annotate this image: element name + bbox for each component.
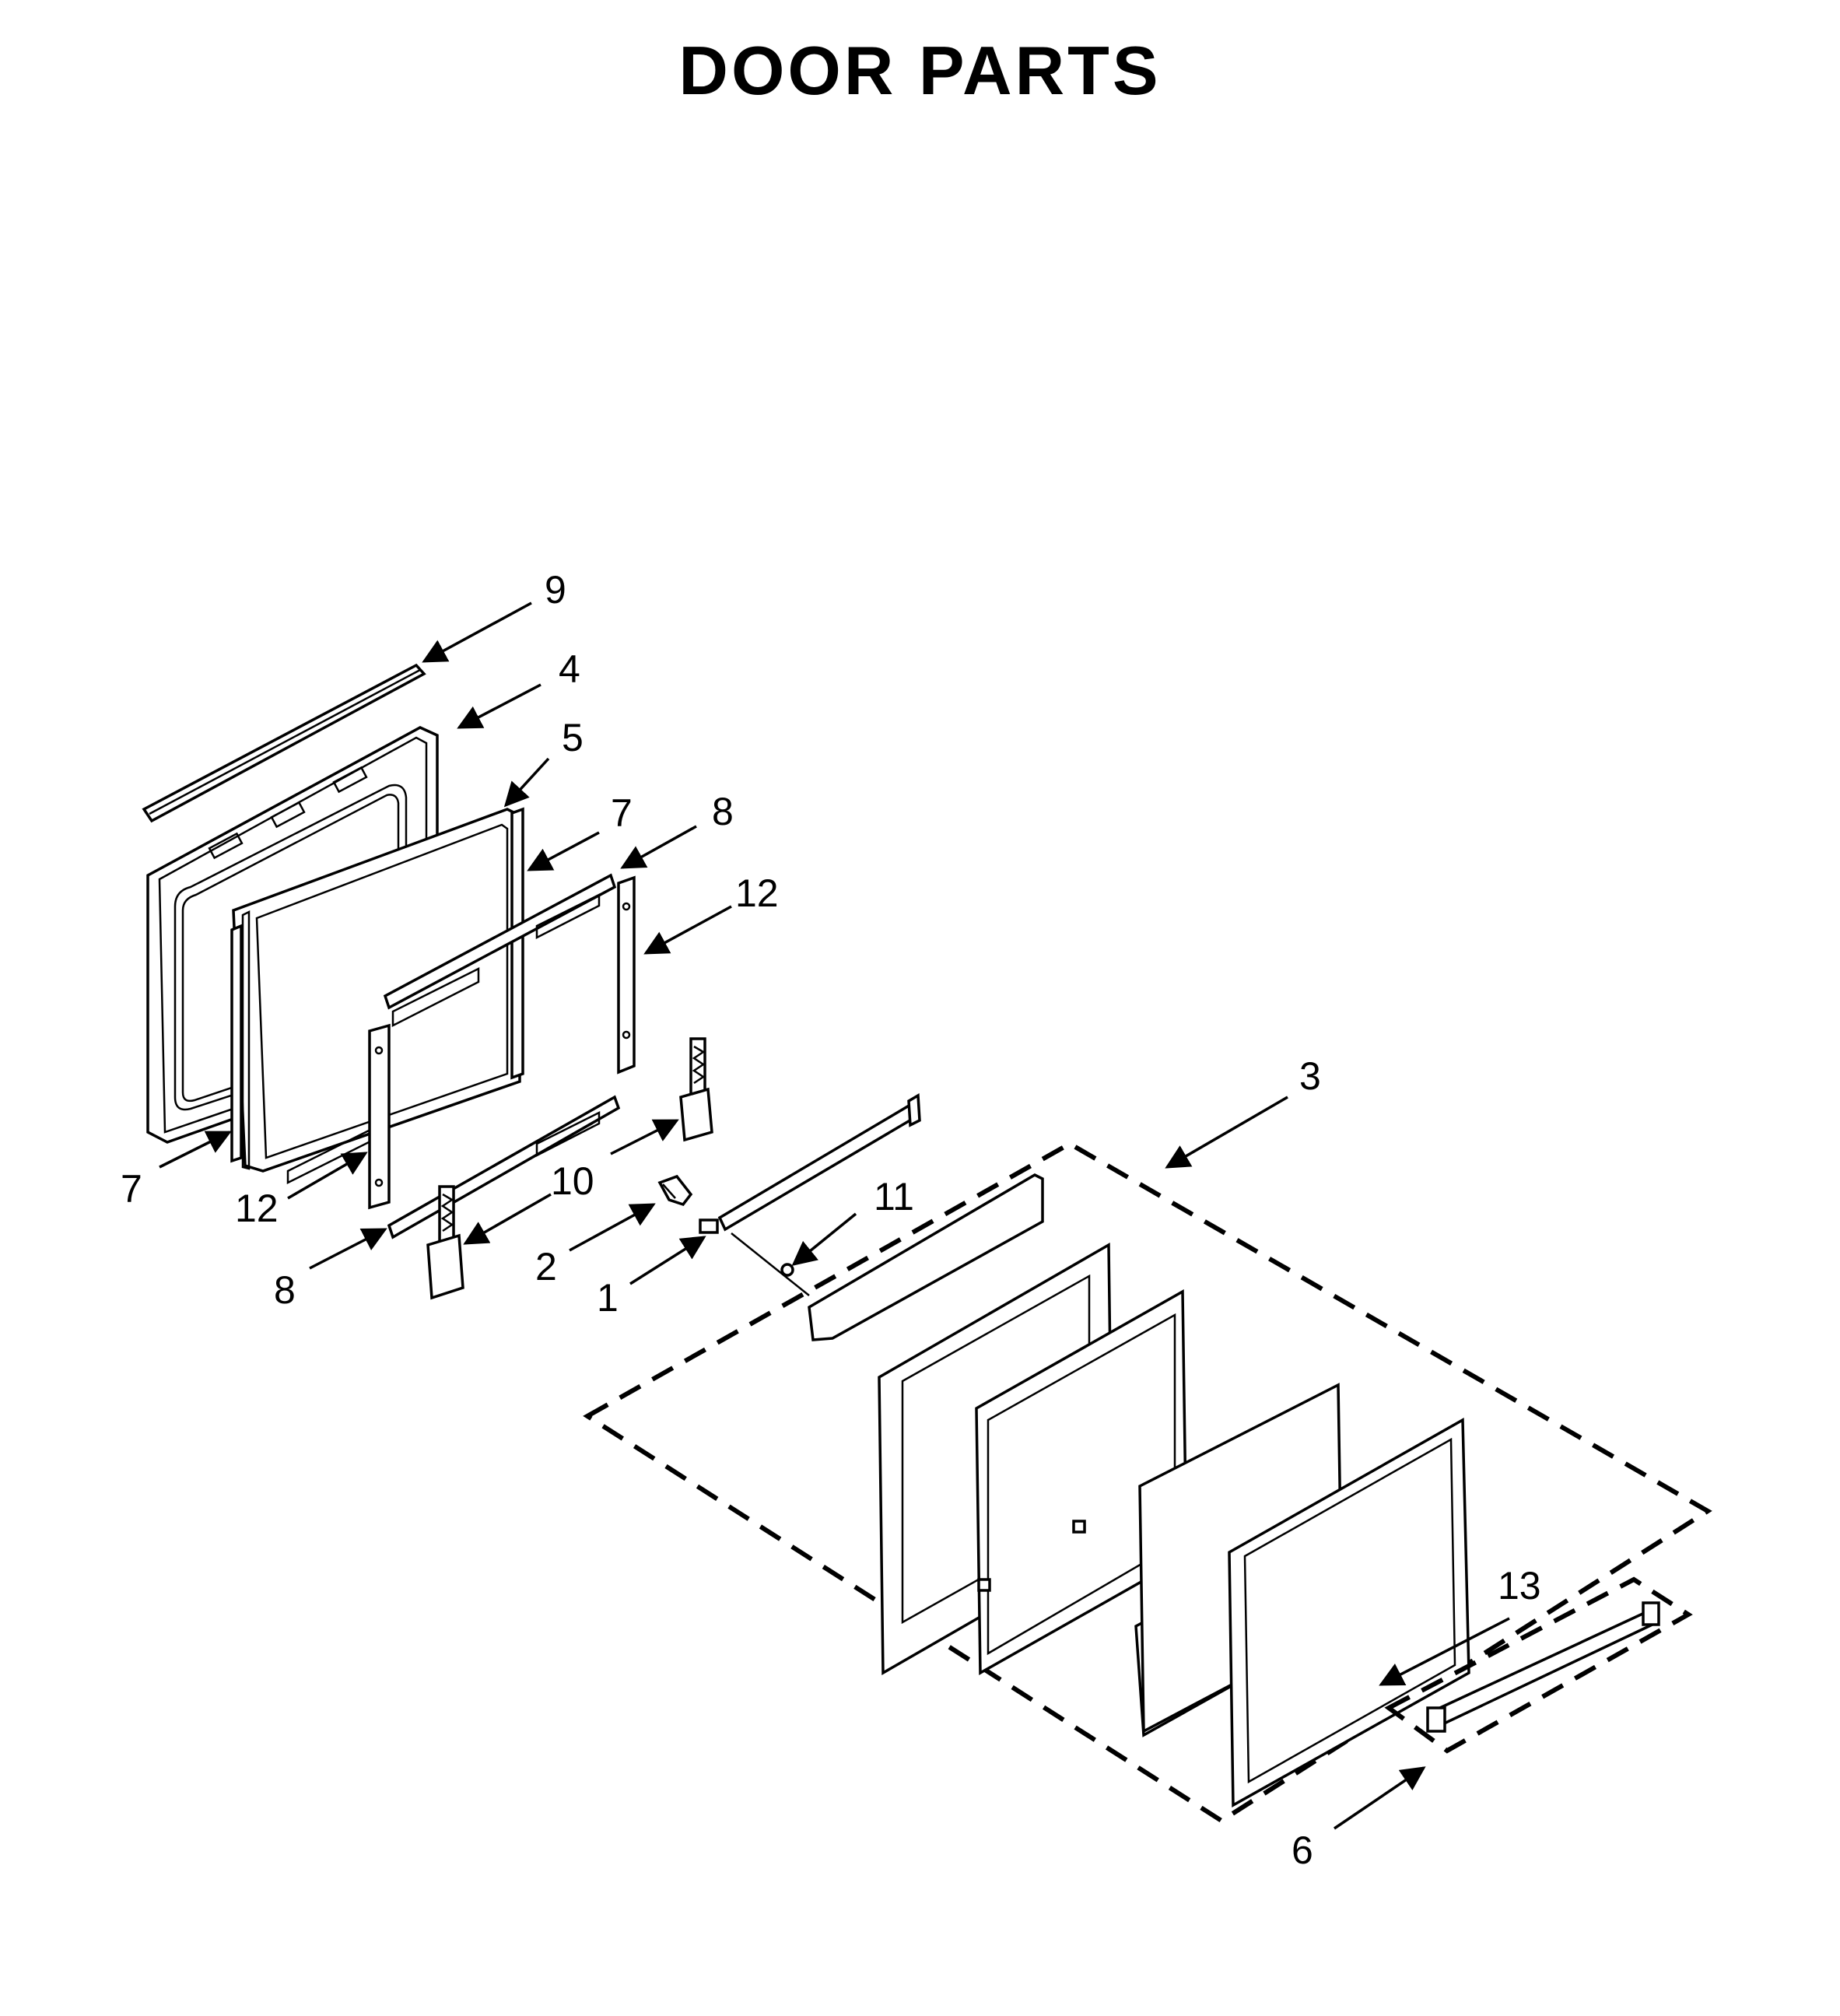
callout-3: 3 — [1299, 1054, 1321, 1098]
part-1-clip — [699, 1218, 719, 1234]
part-2-screw — [657, 1174, 693, 1207]
arrow-9 — [422, 601, 532, 663]
callout-7-lower: 7 — [121, 1167, 142, 1211]
arrow-8a — [620, 825, 697, 869]
part-8-upper-rail — [383, 873, 617, 1028]
callout-labels: 9 4 5 7 8 12 7 12 8 10 11 2 1 3 13 6 — [121, 568, 1541, 1872]
part-10-hinge-right — [679, 1037, 713, 1142]
part-12-hinge-channel-left — [368, 1023, 391, 1210]
arrow-10b — [610, 1119, 679, 1155]
callout-13: 13 — [1498, 1564, 1541, 1608]
arrow-10a — [463, 1193, 552, 1245]
callout-4: 4 — [559, 647, 580, 691]
arrow-3 — [1165, 1096, 1288, 1169]
callout-8-lower: 8 — [274, 1268, 296, 1312]
part-10-hinge-left — [426, 1185, 464, 1300]
arrow-1 — [629, 1236, 706, 1285]
part-3-outer-door-assembly — [583, 1141, 1712, 1824]
callout-7-upper: 7 — [611, 791, 633, 835]
arrow-6 — [1334, 1766, 1426, 1830]
arrow-8b — [309, 1228, 387, 1270]
callout-2: 2 — [535, 1245, 557, 1288]
callout-12-lower: 12 — [235, 1187, 279, 1230]
arrow-12a — [643, 905, 732, 955]
callout-6: 6 — [1292, 1828, 1313, 1872]
part-9-top-trim — [142, 663, 426, 823]
callout-11: 11 — [874, 1175, 914, 1218]
part-5-glass-frame — [232, 808, 521, 1173]
part-12-hinge-channel-right — [617, 875, 636, 1075]
part-7-side-strip-right — [510, 807, 524, 1080]
leader-arrows — [159, 601, 1510, 1830]
callout-5: 5 — [562, 716, 584, 759]
arrow-2 — [569, 1203, 656, 1252]
callout-8-upper: 8 — [712, 790, 734, 833]
arrow-5 — [503, 757, 550, 808]
arrow-4 — [457, 683, 541, 729]
arrow-7b — [159, 1131, 232, 1169]
callout-12-upper: 12 — [735, 871, 779, 915]
arrow-11 — [791, 1212, 857, 1266]
arrow-12b — [287, 1152, 368, 1200]
diagram-title: DOOR PARTS — [678, 32, 1162, 109]
arrow-7a — [527, 831, 600, 871]
callout-1: 1 — [597, 1276, 619, 1320]
callout-9: 9 — [545, 568, 566, 612]
part-11-bracket-rod — [717, 1093, 921, 1296]
arrow-13 — [1379, 1617, 1510, 1686]
part-6-handle-assembly — [1384, 1576, 1693, 1754]
callout-10: 10 — [551, 1159, 594, 1203]
part-7-side-strip-left — [230, 924, 243, 1163]
